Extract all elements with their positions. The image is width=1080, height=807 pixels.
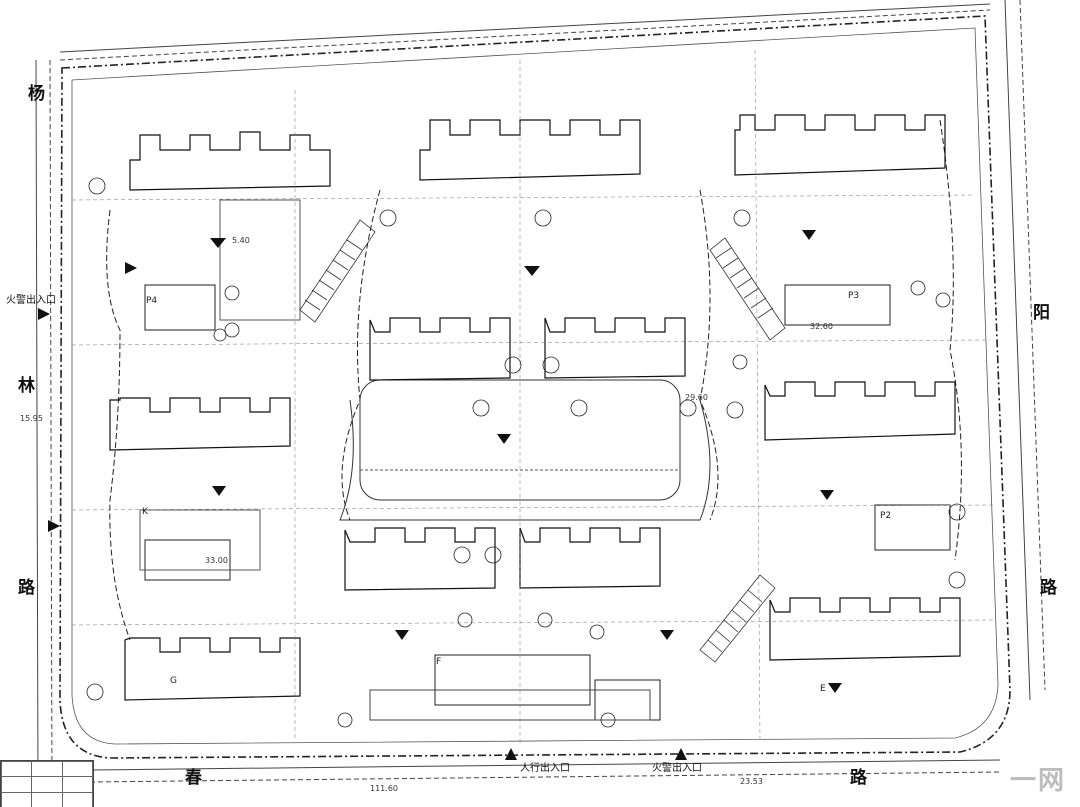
building-code-k: K bbox=[142, 507, 148, 517]
dim-mid-a: 33.00 bbox=[205, 556, 228, 565]
title-block-table bbox=[0, 760, 94, 807]
dim-center: 5.40 bbox=[232, 236, 250, 245]
road-south-char-2: 路 bbox=[850, 768, 867, 788]
dim-mid-d: 23.53 bbox=[740, 777, 763, 786]
legend-cell bbox=[31, 776, 63, 793]
road-east-char-1: 阳 bbox=[1033, 303, 1050, 323]
building-code-p3: P3 bbox=[848, 291, 860, 301]
watermark-logo: 一网 bbox=[1009, 766, 1066, 796]
dim-mid-b: 29.60 bbox=[685, 393, 708, 402]
road-west-char-1: 杨 bbox=[28, 84, 45, 104]
building-code-g: G bbox=[170, 676, 177, 686]
legend-cell bbox=[0, 776, 33, 793]
legend-cell bbox=[61, 760, 94, 778]
legend-cell bbox=[31, 791, 63, 807]
building-code-p2: P2 bbox=[880, 511, 892, 521]
road-east-char-2: 路 bbox=[1040, 578, 1057, 598]
legend-cell bbox=[0, 760, 33, 778]
road-south-char-1: 春 bbox=[185, 768, 202, 788]
legend-cell bbox=[61, 791, 94, 807]
fire-entrance-south-label: 火警出入口 bbox=[652, 763, 702, 774]
dim-bottom-total: 111.60 bbox=[370, 784, 398, 793]
pedestrian-entrance-label: 人行出入口 bbox=[520, 763, 570, 774]
road-west-char-3: 路 bbox=[18, 578, 35, 598]
dim-mid-c: 32.60 bbox=[810, 322, 833, 331]
building-code-e: E bbox=[820, 684, 826, 694]
road-west-char-2: 林 bbox=[18, 376, 35, 396]
legend-cell bbox=[0, 791, 33, 807]
dim-left-mark: 15.95 bbox=[20, 414, 43, 423]
fire-entrance-west-label: 火警出入口 bbox=[6, 295, 56, 306]
building-code-p4: P4 bbox=[146, 296, 158, 306]
building-code-f: F bbox=[436, 657, 442, 667]
legend-cell bbox=[31, 760, 63, 778]
legend-cell bbox=[61, 776, 94, 793]
